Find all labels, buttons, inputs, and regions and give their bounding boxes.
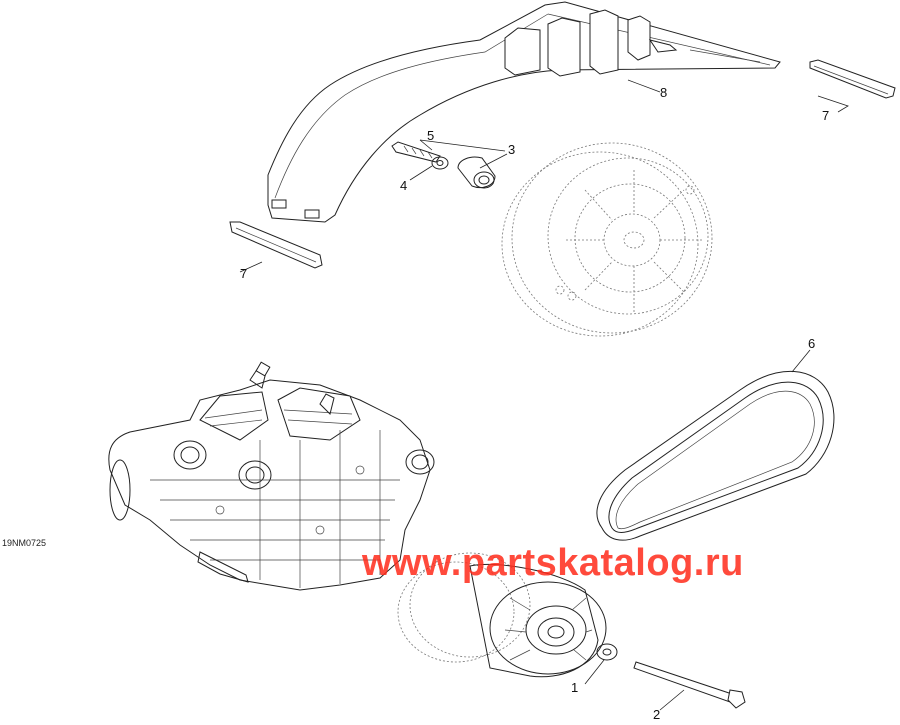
washer [431,156,449,170]
callout-7-right: 7 [822,108,829,123]
spacer [457,156,496,189]
drive-belt [596,370,835,541]
callout-6: 6 [808,336,815,351]
callout-2: 2 [653,707,660,722]
leader-lines [239,79,849,711]
drawing-code: 19NM0725 [2,538,46,548]
driven-pulley [501,142,713,337]
callout-4: 4 [400,178,407,193]
watermark: www.partskatalog.ru [361,542,744,584]
callout-5: 5 [427,128,434,143]
strip-right [809,59,896,99]
strip-left [229,221,323,269]
callout-8: 8 [660,85,667,100]
screw [391,141,441,163]
callout-1: 1 [571,680,578,695]
engine [108,361,435,591]
callout-7-left: 7 [240,266,247,281]
callout-3: 3 [508,142,515,157]
belt-guard [267,1,781,223]
pulley-washer [596,643,618,661]
pulley-bolt [633,661,746,709]
drive-pulley [397,552,607,678]
